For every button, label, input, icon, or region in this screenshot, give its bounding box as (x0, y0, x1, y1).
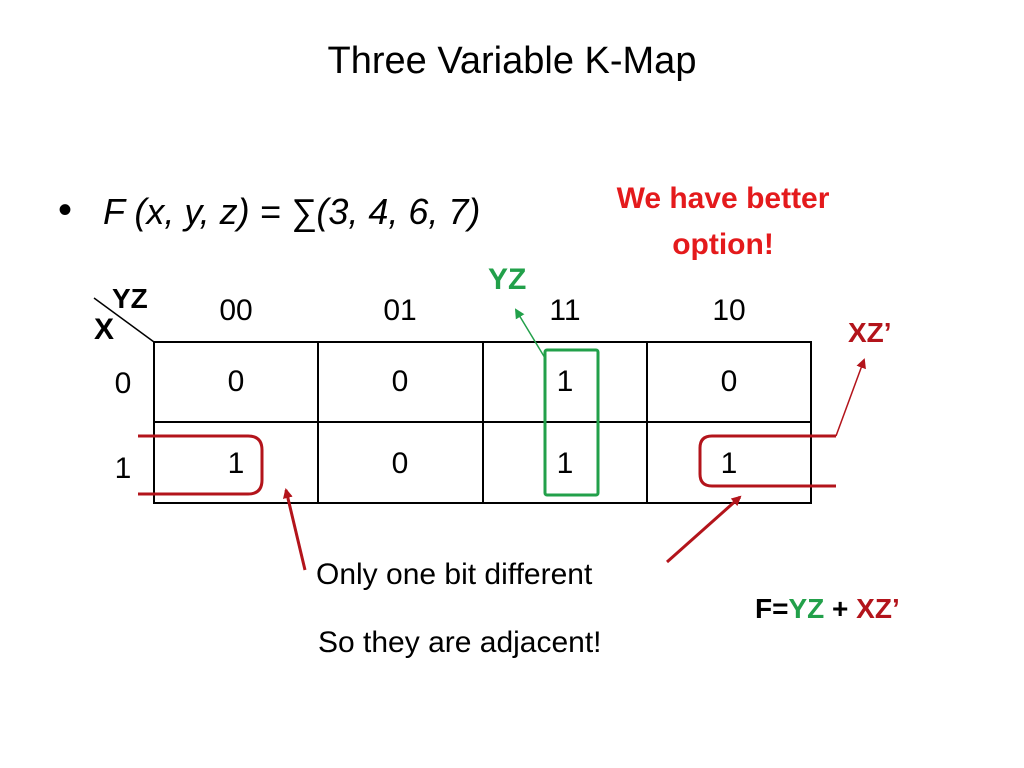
caption-adjacent: So they are adjacent! (318, 626, 602, 659)
result-prefix: F= (755, 593, 789, 624)
left-caption-arrow (282, 488, 307, 571)
kmap-cell: 1 (227, 447, 245, 480)
kmap-cell: 1 (720, 447, 738, 480)
kmap-cell: 0 (227, 365, 245, 398)
kmap-corner-x: X (94, 313, 115, 346)
kmap-col-header-00: 00 (219, 294, 253, 327)
kmap-row-header-0: 0 (114, 367, 132, 400)
kmap-cell: 1 (556, 365, 574, 398)
yz-group-label: YZ (488, 263, 527, 296)
kmap-corner-diagonal (93, 297, 155, 343)
xz-pointer-arrow (835, 358, 866, 437)
kmap-cell: 1 (556, 447, 574, 480)
right-caption-arrow (666, 495, 742, 564)
kmap-cell: 0 (720, 365, 738, 398)
kmap-grid (153, 341, 812, 504)
kmap-row-header-1: 1 (114, 452, 132, 485)
kmap-col-header-11: 11 (549, 294, 581, 327)
result-term-yz: YZ (788, 593, 825, 624)
yz-pointer-arrow (514, 308, 546, 359)
better-option-note: We have better option! (616, 182, 830, 261)
result-plus: + (824, 593, 857, 624)
kmap-cell: 0 (391, 365, 409, 398)
kmap-corner-yz: YZ (112, 283, 148, 314)
result-expression: F=YZ + XZ’ (755, 593, 900, 625)
slide-title: Three Variable K-Map (327, 40, 697, 82)
xz-group-left-highlight (138, 434, 264, 496)
kmap-col-header-10: 10 (712, 294, 746, 327)
result-term-xz: XZ’ (856, 593, 900, 624)
kmap-col-header-01: 01 (383, 294, 417, 327)
function-formula: F (x, y, z) = ∑(3, 4, 6, 7) (103, 191, 481, 232)
kmap-cell: 0 (391, 447, 409, 480)
xz-group-label: XZ’ (848, 317, 892, 348)
caption-one-bit-different: Only one bit different (316, 558, 593, 591)
xz-group-right-highlight (698, 434, 836, 488)
bullet-dot: • (58, 188, 73, 232)
yz-group-highlight (543, 348, 600, 497)
